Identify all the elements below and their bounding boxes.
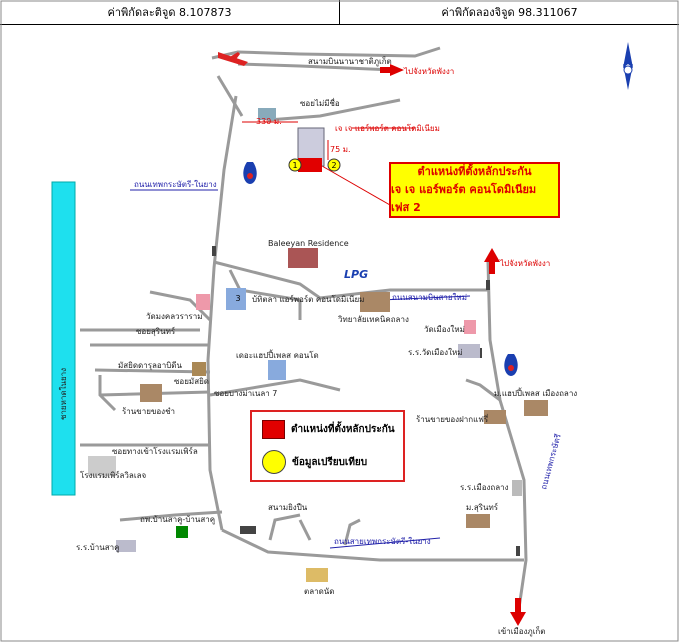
label-b-villa: บ้ทิตลา แอร์พอร์ต คอนโดมิเนียม xyxy=(252,294,364,304)
beach-strip xyxy=(51,181,76,496)
baleeyan-icon xyxy=(288,248,318,268)
hotel-icon xyxy=(88,456,116,476)
label-baleeyan: Baleeyan Residence xyxy=(268,239,349,248)
label-soi-no-name: ซอยไม่มีชื่อ xyxy=(300,97,340,108)
road-main-east xyxy=(486,261,528,616)
label-lpg: LPG xyxy=(344,268,368,281)
label-dist-330: 330 ม. xyxy=(256,117,282,126)
label-souvenir: ร้านขายของฝากแฟรี่ xyxy=(416,413,489,424)
seven-eleven-icon xyxy=(176,526,188,538)
label-surintorn: ม.สุรินทร์ xyxy=(466,502,499,512)
condo-icon xyxy=(268,360,286,380)
label-wat-mongkol: วัดมงคลวราราม xyxy=(146,312,202,321)
label-hotel: โรงแรมเพิร์ลวิลเลจ xyxy=(80,470,146,480)
label-college: วิทยาลัยเทคนิคถลาง xyxy=(337,315,408,324)
label-dcondo: เดอะแฮปปี้เพลส คอนโด xyxy=(236,349,319,360)
legend-row-collateral: ตำแหน่งที่ตั้งหลักประกัน xyxy=(262,420,395,439)
legend-comparable-label: ข้อมูลเปรียบเทียบ xyxy=(292,456,368,468)
label-soi-masjid: ซอยมัสยิด xyxy=(174,377,209,386)
gun-icon xyxy=(240,526,256,534)
arrow-to-phuket xyxy=(510,612,526,626)
label-jj-condo: เจ เจ แอร์พอร์ต คอนโดมิเนียม xyxy=(335,123,440,133)
school-thalang-icon xyxy=(512,480,522,496)
legend-collateral-swatch xyxy=(262,420,285,439)
road-main-west xyxy=(206,95,238,531)
temple-icon-1 xyxy=(196,294,210,310)
map-legend: ตำแหน่งที่ตั้งหลักประกัน ข้อมูลเปรียบเที… xyxy=(250,410,405,482)
label-airport-road: ถนนสนามบินสายใหม่ xyxy=(392,293,467,302)
shop-icon xyxy=(140,384,162,402)
market-icon xyxy=(306,568,328,582)
label-thepkasattri-right: ถนนเทพกระษัตรี xyxy=(539,432,563,490)
label-market: ตลาดนัด xyxy=(304,587,334,596)
b-villa-icon xyxy=(226,288,246,310)
label-to-phuket: เข้าเมืองภูเก็ต xyxy=(498,626,545,637)
label-school-thalang: ร.ร.เมืองถลาง xyxy=(460,483,509,492)
label-sanam-ying-pun: สนามยิงปืน xyxy=(268,503,308,512)
gas-station-icon-1 xyxy=(243,162,257,184)
surintorn-icon xyxy=(466,514,490,528)
school-bankhok-icon xyxy=(116,540,136,552)
arrow-to-phangnga-top xyxy=(390,64,404,76)
happy-place-icon xyxy=(524,400,548,416)
callout-line-2: เจ เจ แอร์พอร์ต คอนโดมิเนียม เฟส 2 xyxy=(391,183,537,214)
marker-2-text: 2 xyxy=(331,161,336,170)
comparable-marker-1 xyxy=(288,158,302,172)
compass-icon xyxy=(623,42,633,90)
marker-3-text: 3 xyxy=(235,294,240,303)
coordinates-header: ค่าพิกัดละติจูด 8.107873 ค่าพิกัดลองจิจู… xyxy=(0,0,679,25)
collateral-callout: ตำแหน่งที่ตั้งหลักประกัน เจ เจ แอร์พอร์ต… xyxy=(389,162,560,218)
gas-station-icon-2 xyxy=(504,354,518,376)
label-happy-place: ม.แฮปปี้เพลส เมืองถลาง xyxy=(494,387,577,398)
label-wat-mueang-mai: วัดเมืองใหม่ xyxy=(424,325,465,334)
label-school-wat: ร.ร.วัดเมืองใหม่ xyxy=(408,348,463,357)
header-divider xyxy=(339,0,340,24)
road-airport-new xyxy=(213,260,488,300)
comparable-marker-2 xyxy=(327,158,341,172)
label-dist-75: 75 ม. xyxy=(330,145,351,154)
label-mosque: มัสยิดดารุลอาบิดีน xyxy=(118,361,182,370)
label-thepkasattri-nai-yang: ถนนเทพกระษัตรี-ในยาง xyxy=(134,180,217,189)
label-soi-hotel: ซอยทางเข้าโรงแรมเพิร์ล xyxy=(112,446,198,456)
legend-comparable-swatch xyxy=(262,450,286,474)
road-network xyxy=(80,46,528,616)
label-school-bankhok: ร.ร.บ้านสาคู xyxy=(76,543,119,553)
latitude-label: ค่าพิกัดละติจูด 8.107873 xyxy=(107,6,232,19)
label-shop-oil: ร้านขายของชำ xyxy=(122,407,175,416)
temple-icon-2 xyxy=(464,320,476,334)
label-airport: สนามบินนานาชาติภูเก็ต xyxy=(308,56,392,67)
school-icon-1 xyxy=(458,344,480,358)
building-icon xyxy=(258,108,276,120)
mosque-icon xyxy=(192,362,206,376)
souvenir-icon xyxy=(484,410,506,424)
label-beach-road: ชายหาดในยาง xyxy=(59,368,68,420)
marker-1-text: 1 xyxy=(292,161,297,170)
road-south xyxy=(221,528,524,562)
college-icon xyxy=(360,292,390,312)
label-bankhok: ถพ.บ้านสาคู-บ้านสาคู xyxy=(140,515,215,525)
longitude-label: ค่าพิกัดลองจิจูด 98.311067 xyxy=(441,6,578,19)
landmark-icons xyxy=(88,108,548,582)
airplane-icon xyxy=(218,52,248,66)
label-to-phangnga-right: ไปจังหวัดพังงา xyxy=(499,259,550,268)
label-soi-bangmanao: ซอยบางม่าเนลา 7 xyxy=(214,389,277,398)
arrow-to-phangnga-right xyxy=(484,248,500,262)
callout-line-1: ตำแหน่งที่ตั้งหลักประกัน xyxy=(417,165,532,178)
label-soi-surin: ซอยสุรินทร์ xyxy=(136,326,176,336)
label-thepkasattri-bottom: ถนนสายเทพกระษัตรี-ในยาง xyxy=(334,537,431,546)
legend-row-comparable: ข้อมูลเปรียบเทียบ xyxy=(262,450,367,474)
label-to-phangnga-top: ไปจังหวัดพังงา xyxy=(403,67,454,76)
collateral-marker xyxy=(298,158,322,172)
airport-runway xyxy=(211,46,441,60)
legend-collateral-label: ตำแหน่งที่ตั้งหลักประกัน xyxy=(291,424,395,435)
